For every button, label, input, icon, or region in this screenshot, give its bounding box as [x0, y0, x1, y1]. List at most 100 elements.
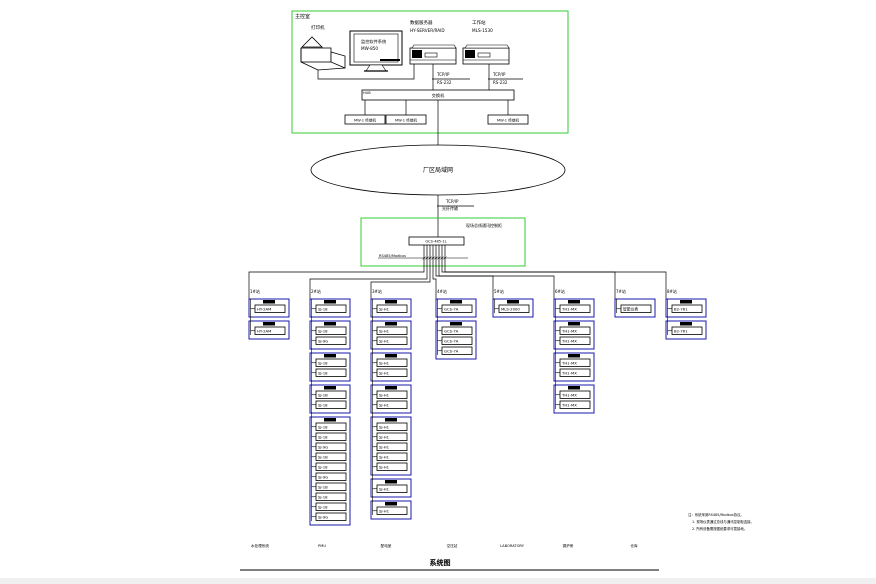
device-label: SJ-18 — [318, 329, 328, 334]
device-item[interactable]: SJ-1B — [311, 482, 347, 491]
device-item[interactable]: TH1-MX — [555, 304, 591, 313]
device-label: SJ-1B — [318, 485, 328, 490]
feeder-tick — [437, 256, 441, 260]
device-label: SJ-H1 — [379, 361, 390, 366]
device-item[interactable]: SJ-9G — [311, 442, 347, 451]
device-item[interactable]: SJ-1B — [311, 390, 347, 399]
device-item[interactable]: HY-2AM — [250, 326, 286, 335]
device-item[interactable]: SJ-H1 — [372, 462, 408, 471]
server-icon[interactable] — [409, 44, 457, 65]
monitor-icon[interactable] — [349, 30, 403, 72]
device-item[interactable]: SJ-9G — [311, 336, 347, 345]
device-item[interactable]: SJ-18 — [311, 432, 347, 441]
device-item[interactable]: SJ-18 — [311, 422, 347, 431]
device-item[interactable]: TH1-MX — [555, 400, 591, 409]
device-item[interactable]: GCS-7A — [437, 304, 473, 313]
device-item[interactable]: SJ-18 — [311, 462, 347, 471]
device-item[interactable]: SJ-H1 — [372, 390, 408, 399]
device-item[interactable]: B2-761 — [667, 304, 703, 313]
device-item[interactable]: TH1-MX — [555, 336, 591, 345]
workstation-icon[interactable] — [462, 44, 510, 65]
device-item[interactable]: TH1-MX — [555, 368, 591, 377]
cabinet-group[interactable]: 5#柜SJ-18SJ-18SJ-9GSJ-1BSJ-18SJ-9GSJ-1BSJ… — [309, 416, 351, 526]
cabinet-group[interactable]: 1#HY-2AM — [248, 298, 290, 318]
device-item[interactable]: SJ-H1 — [372, 358, 408, 367]
device-item[interactable]: 智能仪表 — [616, 304, 652, 313]
cabinet-title: 2#柜 — [570, 321, 579, 326]
cabinet-group[interactable]: 1#柜SJ-18 — [309, 298, 351, 318]
protocol-converter[interactable] — [408, 236, 465, 246]
device-item[interactable]: SJ-9G — [311, 512, 347, 521]
device-item[interactable]: SJ-H1 — [372, 400, 408, 409]
device-item[interactable]: B2-761 — [667, 326, 703, 335]
device-item[interactable]: SJ-18 — [311, 326, 347, 335]
device-label: SJ-H1 — [379, 435, 390, 440]
device-label: SJ-H1 — [379, 329, 390, 334]
cabinet-group[interactable]: 7#柜SJ-H1 — [370, 500, 412, 520]
device-item[interactable]: SJ-H1 — [372, 484, 408, 493]
device-item[interactable]: GCS-7A — [437, 336, 473, 345]
device-item[interactable]: MLS-2000 — [494, 304, 530, 313]
device-item[interactable]: SJ-9G — [311, 472, 347, 481]
cabinet-title: 5#柜 — [387, 417, 396, 422]
terminal-node[interactable]: MW-1 终端机 — [487, 114, 529, 125]
device-label: SJ-18 — [318, 435, 328, 440]
network-switch[interactable] — [361, 89, 515, 101]
device-item[interactable]: SJ-H1 — [372, 442, 408, 451]
device-item[interactable]: GCS-7A — [437, 346, 473, 355]
device-item[interactable]: TH1-MX — [555, 390, 591, 399]
device-label: SJ-9G — [318, 475, 328, 480]
device-item[interactable]: SJ-H1 — [372, 432, 408, 441]
device-item[interactable]: SJ-H1 — [372, 336, 408, 345]
column-header: 7#站 — [616, 288, 626, 294]
device-item[interactable]: TH1-MX — [555, 326, 591, 335]
device-item[interactable]: SJ-H1 — [372, 368, 408, 377]
terminal-node[interactable]: MW-1 终端机 — [385, 114, 427, 125]
device-item[interactable]: GCS-7A — [437, 326, 473, 335]
device-item[interactable]: TH1-MX — [555, 358, 591, 367]
device-item[interactable]: SJ-18 — [311, 492, 347, 501]
cabinet-group[interactable]: 2#HY-2AM — [248, 320, 290, 340]
terminal-node[interactable]: MW-1 终端机 — [344, 114, 386, 125]
device-item[interactable]: SJ-H1 — [372, 506, 408, 515]
cabinet-title-bar — [507, 300, 519, 304]
device-item[interactable]: SJ-18 — [311, 358, 347, 367]
cabinet-group[interactable]: 1#柜SJ-H1 — [370, 298, 412, 318]
device-item[interactable]: SJ-H1 — [372, 326, 408, 335]
device-item[interactable]: SJ-H1 — [372, 452, 408, 461]
printer-icon[interactable] — [300, 36, 346, 71]
cabinet-group[interactable]: 智能仪表 — [614, 298, 656, 318]
device-item[interactable]: SJ-18 — [311, 400, 347, 409]
device-label: SJ-H1 — [379, 509, 390, 514]
device-item[interactable]: SJ-18 — [311, 368, 347, 377]
device-item[interactable]: SJ-H1 — [372, 304, 408, 313]
device-item[interactable]: SJ-H1 — [372, 422, 408, 431]
device-label: SJ-1B — [318, 455, 328, 460]
device-item[interactable]: SJ-18 — [311, 304, 347, 313]
device-item[interactable]: HY-2AM — [250, 304, 286, 313]
cabinet-group[interactable]: 2#B2-761 — [665, 320, 707, 340]
device-item[interactable]: SJ-18 — [311, 502, 347, 511]
cabinet-group[interactable]: 6#柜SJ-H1 — [370, 478, 412, 498]
cabinet-group[interactable]: 1#B2-761 — [665, 298, 707, 318]
device-item[interactable]: SJ-1B — [311, 452, 347, 461]
column-header: 2#站 — [311, 288, 321, 294]
device-label: GCS-7A — [444, 307, 459, 312]
device-label: SJ-9G — [318, 445, 328, 450]
